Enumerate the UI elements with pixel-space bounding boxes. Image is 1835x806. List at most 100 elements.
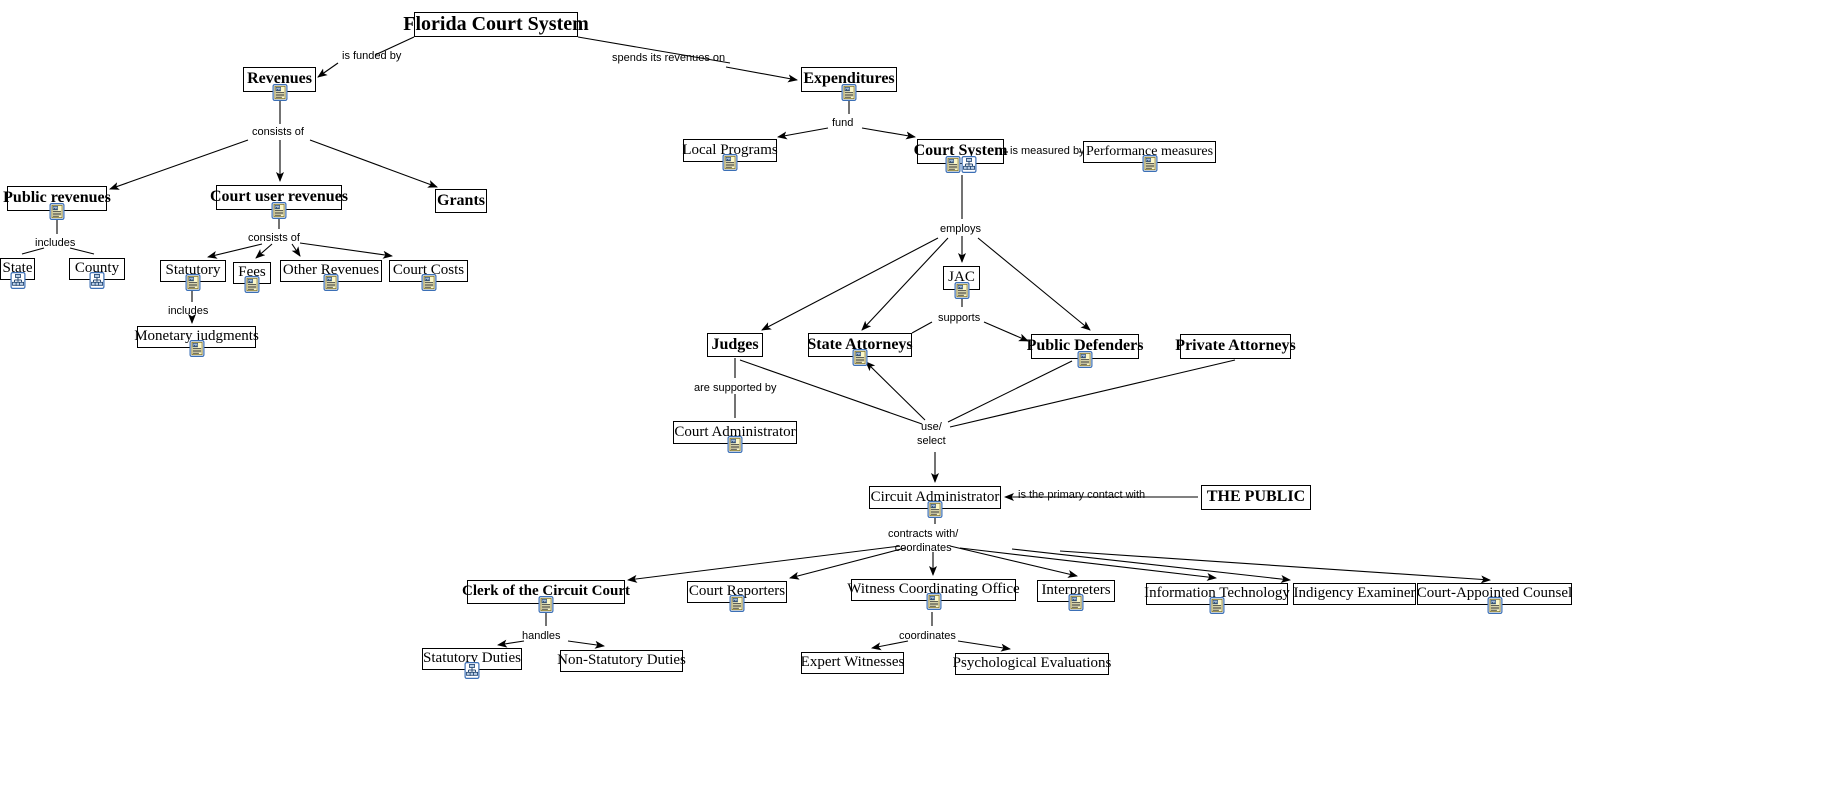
node-circuit-administrator[interactable]: Circuit Administrator (869, 486, 1001, 518)
node-private-attorneys[interactable]: Private Attorneys (1175, 334, 1296, 359)
document-resource-icon[interactable] (323, 274, 339, 291)
document-resource-icon[interactable] (421, 274, 436, 291)
node-label-witness-coordinating-office: Witness Coordinating Office (847, 581, 1020, 598)
document-resource-icon[interactable] (1209, 597, 1225, 614)
node-icons-court-reporters (729, 595, 745, 612)
node-state[interactable]: State (0, 258, 35, 289)
link-label-is-the-primary-contact-with: is the primary contact with (1018, 489, 1146, 501)
document-resource-icon[interactable] (1142, 155, 1157, 172)
node-expert-witnesses[interactable]: Expert Witnesses (801, 652, 904, 674)
document-resource-icon[interactable] (189, 340, 204, 357)
node-grants[interactable]: Grants (435, 189, 487, 213)
edge-contracts-to-court-appointed-counsel (1059, 550, 1491, 584)
node-court-costs[interactable]: Court Costs (389, 260, 468, 291)
link-label-use-select: use/ select (917, 421, 946, 447)
node-statutory-duties[interactable]: Statutory Duties (422, 648, 522, 679)
node-court-system[interactable]: Court System (914, 139, 1007, 173)
link-label-includes-public-revenues: includes (35, 237, 76, 249)
node-expenditures[interactable]: Expenditures (801, 67, 897, 101)
node-performance-measures[interactable]: Performance measures (1083, 141, 1216, 172)
node-label-judges: Judges (711, 335, 759, 353)
document-resource-icon[interactable] (538, 596, 554, 613)
node-label-local-programs: Local Programs (682, 141, 778, 158)
node-revenues[interactable]: Revenues (243, 67, 316, 101)
node-local-programs[interactable]: Local Programs (682, 139, 778, 171)
node-label-expenditures: Expenditures (803, 70, 895, 88)
concept-map-link-icon[interactable] (89, 272, 105, 289)
document-resource-icon[interactable] (841, 84, 857, 101)
document-resource-icon[interactable] (926, 593, 941, 610)
node-county[interactable]: County (69, 258, 125, 289)
node-icons-statutory (185, 274, 201, 291)
node-icons-jac (954, 282, 969, 299)
document-resource-icon[interactable] (271, 202, 287, 219)
document-resource-icon[interactable] (954, 282, 969, 299)
node-monetary-judgments[interactable]: Monetary judgments (134, 326, 259, 357)
document-resource-icon[interactable] (244, 276, 260, 293)
document-resource-icon[interactable] (1487, 597, 1502, 614)
node-label-information-technology: Information Technology (1144, 585, 1290, 602)
node-court-appointed-counsel[interactable]: Court-Appointed Counsel (1416, 583, 1573, 614)
node-psychological-evaluations[interactable]: Psychological Evaluations (953, 653, 1111, 675)
document-resource-icon[interactable] (945, 156, 960, 173)
node-witness-coordinating-office[interactable]: Witness Coordinating Office (847, 579, 1020, 610)
document-resource-icon[interactable] (1077, 351, 1093, 368)
node-public-defenders[interactable]: Public Defenders (1027, 334, 1143, 368)
node-label-clerk-of-the-circuit-court: Clerk of the Circuit Court (461, 583, 631, 600)
document-resource-icon[interactable] (727, 436, 743, 453)
document-resource-icon[interactable] (729, 595, 745, 612)
document-resource-icon[interactable] (852, 349, 868, 366)
node-state-attorneys[interactable]: State Attorneys (807, 333, 913, 366)
node-label-court-system: Court System (913, 142, 1008, 160)
concept-map-link-icon[interactable] (10, 272, 25, 289)
node-court-reporters[interactable]: Court Reporters (687, 581, 787, 612)
node-non-statutory-duties[interactable]: Non-Statutory Duties (557, 650, 686, 672)
node-information-technology[interactable]: Information Technology (1144, 583, 1290, 614)
node-the-public[interactable]: THE PUBLIC (1201, 485, 1311, 510)
node-icons-revenues (272, 84, 287, 101)
node-clerk-of-the-circuit-court[interactable]: Clerk of the Circuit Court (462, 580, 630, 613)
edge-supports-to-public-defenders (983, 321, 1029, 342)
edge-consists-of-to-grants (309, 139, 438, 188)
node-label-statutory-duties: Statutory Duties (423, 650, 521, 667)
node-label-revenues: Revenues (247, 70, 312, 88)
node-indigency-examiner[interactable]: Indigency Examiner (1293, 583, 1416, 605)
link-label-are-supported-by: are supported by (694, 382, 777, 394)
edge-handles-to-statutory-duties (497, 639, 525, 648)
concept-map-link-icon[interactable] (464, 662, 480, 679)
node-label-county: County (74, 260, 120, 277)
node-statutory[interactable]: Statutory (160, 260, 226, 291)
edge-consists-of2-to-fees (255, 243, 273, 259)
document-resource-icon[interactable] (272, 84, 287, 101)
node-florida-court-system[interactable]: Florida Court System (403, 12, 589, 37)
node-icons-court-costs (421, 274, 436, 291)
document-resource-icon[interactable] (722, 154, 738, 171)
node-label-interpreters: Interpreters (1041, 582, 1111, 599)
node-judges[interactable]: Judges (707, 333, 763, 357)
node-interpreters[interactable]: Interpreters (1037, 580, 1115, 611)
node-court-administrator[interactable]: Court Administrator (673, 421, 797, 453)
link-label-is-measured-by: is measured by (1010, 145, 1085, 157)
node-label-circuit-administrator: Circuit Administrator (870, 488, 1000, 505)
document-resource-icon[interactable] (1068, 594, 1084, 611)
node-label-public-revenues: Public revenues (3, 189, 111, 207)
document-resource-icon[interactable] (49, 203, 65, 220)
document-resource-icon[interactable] (185, 274, 201, 291)
node-label-court-appointed-counsel: Court-Appointed Counsel (1416, 585, 1573, 602)
concept-map-link-icon[interactable] (961, 156, 976, 173)
node-label-indigency-examiner: Indigency Examiner (1293, 585, 1416, 602)
node-label-expert-witnesses: Expert Witnesses (800, 654, 905, 671)
document-resource-icon[interactable] (927, 501, 943, 518)
node-court-user-revenues[interactable]: Court user revenues (210, 185, 348, 219)
node-label-state-attorneys: State Attorneys (807, 335, 913, 353)
edge-employs-to-state-attorneys (861, 237, 949, 331)
node-other-revenues[interactable]: Other Revenues (280, 260, 382, 291)
link-label-consists-of-revenues: consists of (252, 126, 304, 138)
node-public-revenues[interactable]: Public revenues (3, 186, 111, 220)
node-icons-court-system (945, 156, 976, 173)
node-jac[interactable]: JAC (943, 266, 980, 299)
node-fees[interactable]: Fees (233, 262, 271, 293)
node-label-non-statutory-duties: Non-Statutory Duties (557, 652, 686, 669)
node-label-court-reporters: Court Reporters (688, 583, 786, 600)
